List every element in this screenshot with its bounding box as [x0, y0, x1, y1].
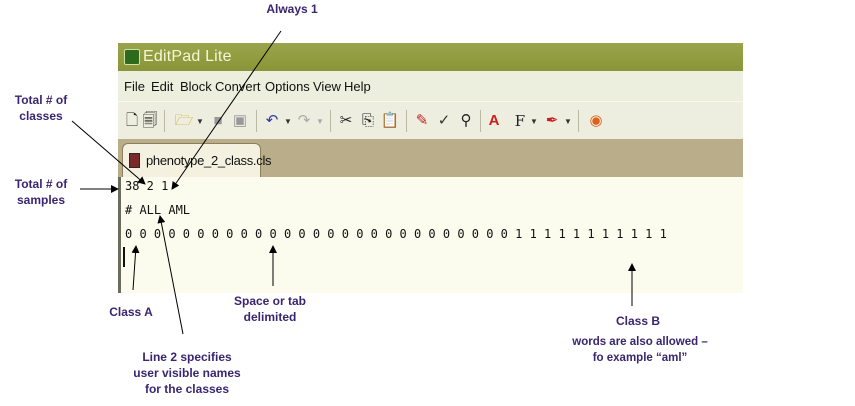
editor-line-1: 38 2 1	[125, 179, 169, 193]
chevron-down-icon[interactable]: ▼	[564, 117, 572, 126]
menu-convert[interactable]: Convert	[215, 79, 261, 94]
file-icon	[129, 153, 140, 168]
chevron-down-icon[interactable]: ▼	[284, 117, 292, 126]
font-size-icon[interactable]: A	[488, 112, 500, 129]
redo-icon[interactable]: ↷	[297, 112, 311, 129]
spellcheck-icon[interactable]: ✓	[437, 112, 451, 129]
menu-view[interactable]: View	[313, 79, 341, 94]
annotation-words-allowed: words are also allowed – fo example “aml…	[540, 334, 740, 366]
annotation-line-2-line-3: for the classes	[144, 382, 230, 396]
menu-file[interactable]: File	[124, 79, 145, 94]
annotation-class-b: Class B	[615, 314, 661, 328]
menu-bar: File Edit Block Convert Options View Hel…	[118, 71, 743, 101]
annotation-line-2-line-2: user visible names	[133, 366, 241, 380]
annotation-total-classes-line-2: classes	[19, 109, 63, 123]
annotation-space-tab-line-2: delimited	[243, 310, 297, 324]
menu-help[interactable]: Help	[344, 79, 371, 94]
toolbar-separator	[578, 110, 579, 132]
annotation-always-1: Always 1	[266, 2, 318, 16]
toolbar-separator	[480, 110, 481, 132]
annotation-words-allowed-line-1: words are also allowed –	[572, 336, 708, 348]
paste-icon[interactable]: 📋	[380, 112, 400, 129]
menu-options[interactable]: Options	[265, 79, 310, 94]
new-file-icon[interactable]: 🗋	[125, 112, 139, 129]
format-icon[interactable]: F	[514, 112, 526, 130]
text-caret	[123, 247, 125, 267]
firefox-icon[interactable]: ◉	[589, 112, 603, 129]
tab-document[interactable]: phenotype_2_class.cls	[122, 143, 272, 178]
toolbar-separator	[330, 110, 331, 132]
chevron-down-icon[interactable]: ▼	[530, 117, 538, 126]
undo-icon[interactable]: ↶	[265, 112, 279, 129]
app-icon	[124, 49, 140, 65]
chevron-down-icon[interactable]: ▼	[316, 117, 324, 126]
editor-line-3: 0 0 0 0 0 0 0 0 0 0 0 0 0 0 0 0 0 0 0 0 …	[125, 227, 667, 241]
annotation-total-samples-line-2: samples	[16, 193, 66, 207]
annotation-words-allowed-line-2: fo example “aml”	[592, 352, 688, 364]
copy-icon[interactable]: ⎘	[361, 112, 374, 129]
color-icon[interactable]: ✒	[545, 112, 559, 129]
text-editor[interactable]: 38 2 1 # ALL AML 0 0 0 0 0 0 0 0 0 0 0 0…	[118, 177, 743, 293]
annotation-line-2-line-1: Line 2 specifies	[142, 350, 232, 364]
chevron-down-icon[interactable]: ▼	[196, 117, 204, 126]
annotation-line-2: Line 2 specifies user visible names for …	[117, 349, 257, 397]
toolbar-separator	[256, 110, 257, 132]
save-all-icon[interactable]: ▣	[232, 112, 248, 129]
gutter	[118, 177, 121, 293]
highlight-icon[interactable]: ✎	[415, 112, 429, 129]
annotation-class-a: Class A	[109, 305, 153, 319]
new-options-icon[interactable]: 🗐	[142, 112, 158, 129]
title-bar: EditPad Lite	[118, 43, 743, 71]
annotation-space-tab: Space or tab delimited	[220, 293, 320, 325]
editpad-window: EditPad Lite File Edit Block Convert Opt…	[118, 43, 743, 293]
find-icon[interactable]: ⚲	[460, 112, 472, 129]
annotation-total-samples-line-1: Total # of	[14, 177, 68, 191]
annotation-total-samples: Total # of samples	[0, 176, 82, 208]
editor-line-2: # ALL AML	[125, 203, 191, 217]
tab-label: phenotype_2_class.cls	[146, 153, 272, 168]
open-folder-icon[interactable]: 🗁	[174, 112, 194, 129]
annotation-space-tab-line-1: Space or tab	[233, 294, 307, 308]
toolbar-separator	[164, 110, 165, 132]
menu-block[interactable]: Block	[180, 79, 212, 94]
tab-strip: phenotype_2_class.cls	[118, 139, 743, 178]
annotation-total-classes: Total # of classes	[0, 92, 82, 124]
menu-edit[interactable]: Edit	[151, 79, 174, 94]
toolbar: 🗋 🗐 🗁 ▼ ■ ▣ ↶ ▼ ↷ ▼ ✂ ⎘ 📋 ✎ ✓ ⚲ A F ▼ ✒ …	[118, 101, 743, 141]
toolbar-separator	[406, 110, 407, 132]
cut-icon[interactable]: ✂	[339, 112, 353, 129]
annotation-total-classes-line-1: Total # of	[14, 93, 68, 107]
save-icon[interactable]: ■	[213, 112, 223, 129]
window-title: EditPad Lite	[143, 48, 232, 65]
